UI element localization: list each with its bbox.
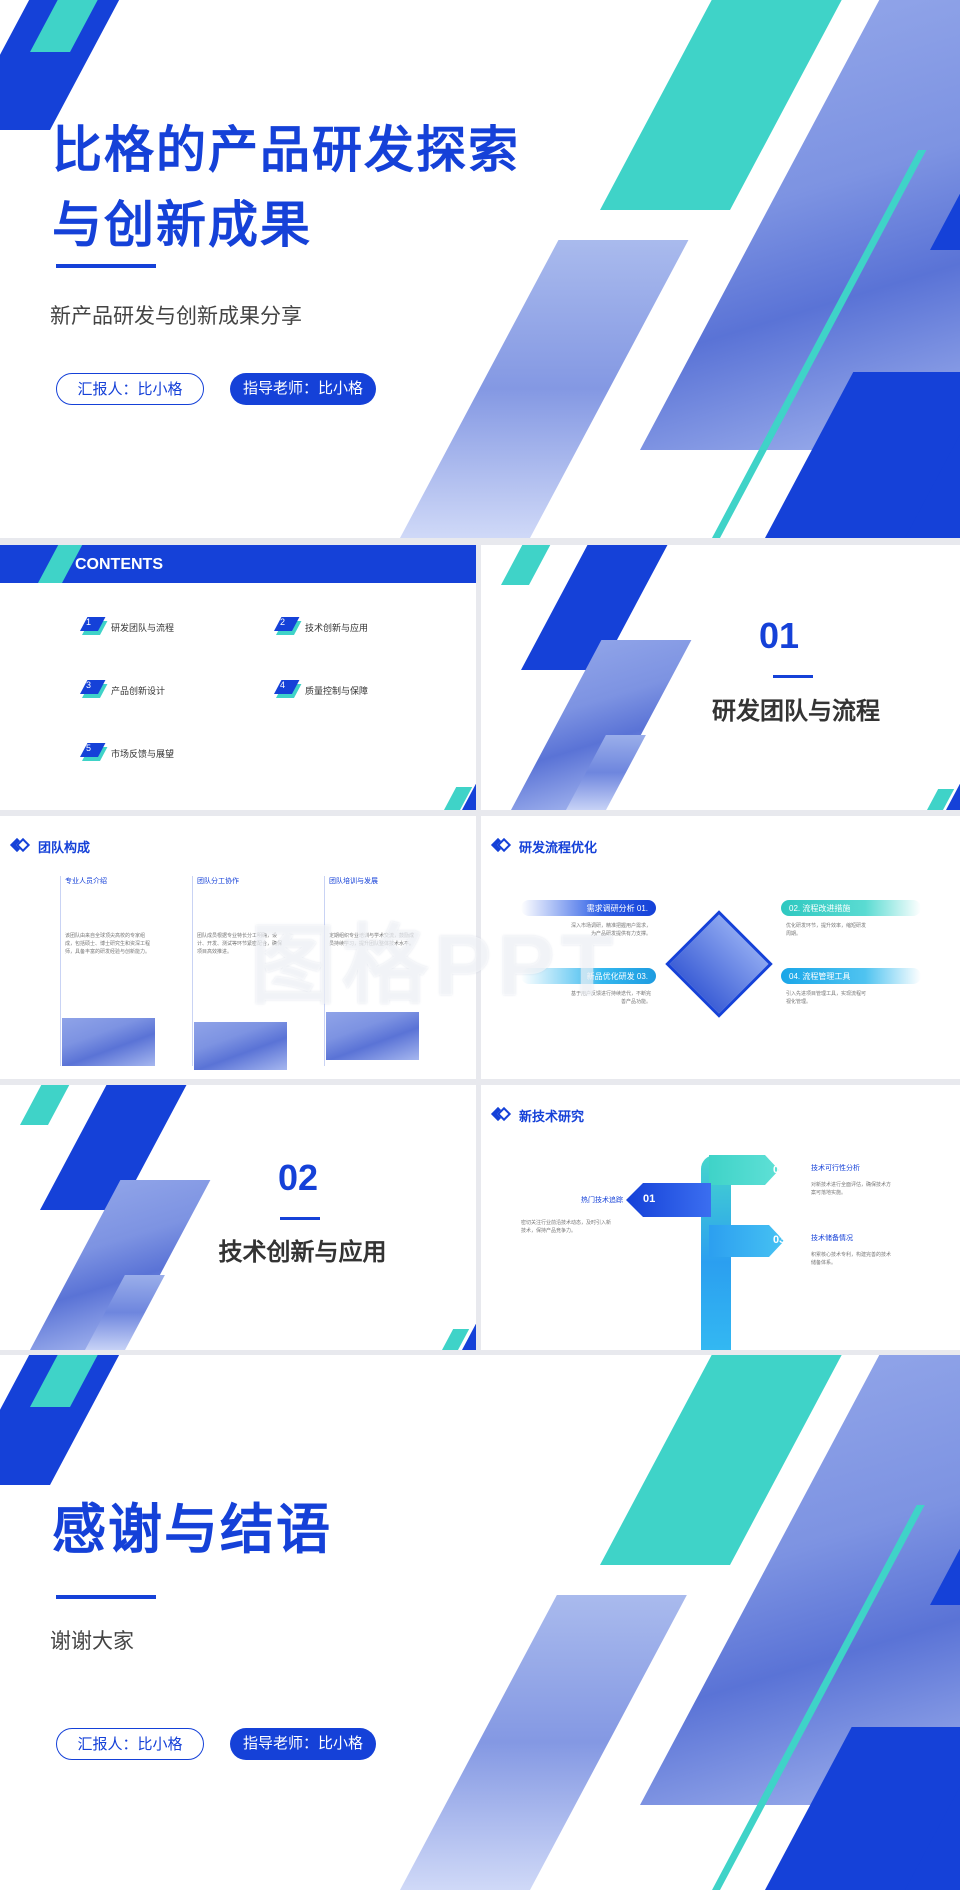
col-text: 定期组织专业培训与学术交流，鼓励成员持续学习，提升团队整体技术水平。 (329, 933, 415, 947)
col-text: 团队成员根据专业特长分工明确，设计、开发、测试等环节紧密配合，确保项目高效推进。 (197, 933, 283, 955)
advisor-pill: 指导老师：比小格 (230, 373, 376, 405)
process-text-1: 深入市场调研，精准把握用户需求，为产品研发提供有力支撑。 (571, 923, 652, 937)
process-text-2: 优化研发环节，提升效率，缩短研发周期。 (786, 923, 867, 937)
item-label: 产品创新设计 (111, 686, 166, 696)
arrow-03-num: 03 (773, 1234, 786, 1246)
team-heading: 团队构成 (38, 840, 91, 855)
arrow-02-text: 对新技术进行全面评估，确保技术方案可落地实施。 (811, 1182, 892, 1196)
item-label: 市场反馈与展望 (111, 749, 175, 759)
section2-slide[interactable]: 02 技术创新与应用 (0, 1085, 476, 1350)
arrow-01-text: 密切关注行业前沿技术动态，及时引入新技术，保持产品竞争力。 (521, 1220, 612, 1234)
arrow-03-label: 技术储备情况 (811, 1235, 853, 1242)
item-label: 质量控制与保障 (305, 686, 369, 696)
col-label: 团队分工协作 (197, 878, 239, 885)
arrow-01 (626, 1183, 711, 1217)
contents-heading: CONTENTS (75, 556, 163, 573)
col-image (194, 1022, 287, 1070)
process-heading: 研发流程优化 (519, 840, 598, 855)
arrow-02-label: 技术可行性分析 (811, 1165, 860, 1172)
cover-subtitle: 新产品研发与创新成果分享 (50, 305, 302, 328)
team-col-3: 团队培训与发展 定期组织专业培训与学术交流，鼓励成员持续学习，提升团队整体技术水… (324, 876, 421, 1066)
process-pill-3: 新品优化研发 03. (521, 968, 656, 984)
title-underline (56, 1595, 156, 1599)
watermark: 图格PPT (250, 918, 620, 1014)
process-pill-4: 04. 流程管理工具 (781, 968, 921, 984)
section-title: 技术创新与应用 (218, 1239, 387, 1266)
advisor-pill: 指导老师：比小格 (230, 1728, 376, 1760)
corner-shape-br (462, 1290, 476, 1350)
tech-heading: 新技术研究 (519, 1109, 585, 1124)
contents-header-bar (0, 545, 476, 583)
pill-label: 新品优化研发 03. (586, 972, 648, 981)
arrow-02-num: 02 (773, 1164, 786, 1176)
process-text-3: 基于用户反馈进行持续迭代，不断完善产品功能。 (571, 991, 652, 1005)
col-text: 该团队由来自全球顶尖高校的专家组成，包括硕士、博士研究生和资深工程师，具备丰富的… (65, 933, 151, 955)
item-number: 5 (86, 743, 92, 753)
corner-accent (501, 545, 551, 585)
section1-slide[interactable]: 01 研发团队与流程 (481, 545, 960, 810)
photo-strip-1 (400, 240, 689, 538)
reporter-pill: 汇报人：比小格 (56, 1728, 204, 1760)
section-number: 02 (278, 1157, 319, 1198)
cover-title-line2: 与创新成果 (52, 197, 312, 253)
col-label: 专业人员介绍 (65, 878, 107, 885)
item-number: 1 (86, 617, 92, 627)
corner-accent (20, 1085, 70, 1125)
photo-strip-1 (400, 1595, 687, 1890)
arrow-01-label: 热门技术追踪 (581, 1197, 623, 1204)
col-image (62, 1018, 155, 1066)
col-image (326, 1012, 419, 1060)
pill-label: 需求调研分析 01. (586, 904, 648, 913)
item-number: 3 (86, 680, 92, 690)
process-pill-1: 需求调研分析 01. (521, 900, 656, 916)
pill-label: 04. 流程管理工具 (789, 972, 851, 981)
section-divider (280, 1217, 320, 1220)
arrow-02 (709, 1155, 779, 1185)
team-col-2: 团队分工协作 团队成员根据专业特长分工明确，设计、开发、测试等环节紧密配合，确保… (192, 876, 289, 1070)
title-underline (56, 264, 156, 268)
item-number: 2 (280, 617, 286, 627)
team-col-1: 专业人员介绍 该团队由来自全球顶尖高校的专家组成，包括硕士、博士研究生和资深工程… (60, 876, 157, 1066)
section-title: 研发团队与流程 (712, 698, 880, 725)
item-label: 研发团队与流程 (111, 623, 175, 633)
arrow-03-text: 积累核心技术专利，构建完善的技术储备体系。 (811, 1252, 892, 1266)
closing-subtitle: 谢谢大家 (50, 1630, 134, 1653)
arrow-01-num: 01 (643, 1193, 656, 1205)
cover-slide[interactable]: 比格的产品研发探索 与创新成果 新产品研发与创新成果分享 汇报人：比小格 指导老… (0, 0, 960, 538)
process-slide[interactable]: 研发流程优化 需求调研分析 01. 深入市场调研，精准把握用户需求，为产品研发提… (481, 816, 960, 1079)
process-diamond-image (665, 910, 773, 1018)
section-divider (773, 675, 813, 678)
arrow-03 (709, 1225, 784, 1257)
section-number: 01 (759, 615, 800, 656)
tech-slide[interactable]: 新技术研究 02 技术可行性分析 对新技术进行全面评估，确保技术方案可落地实施。… (481, 1085, 960, 1350)
cover-title-line1: 比格的产品研发探索 (52, 122, 520, 178)
pill-label: 02. 流程改进措施 (789, 904, 851, 913)
closing-title: 感谢与结语 (52, 1500, 332, 1560)
item-number: 4 (280, 680, 286, 690)
item-label: 技术创新与应用 (305, 623, 369, 633)
contents-slide[interactable]: CONTENTS 1 研发团队与流程 2 技术创新与应用 3 产品创新设计 4 … (0, 545, 476, 810)
corner-shape-br (946, 750, 960, 810)
process-pill-2: 02. 流程改进措施 (781, 900, 921, 916)
team-slide[interactable]: 团队构成 专业人员介绍 该团队由来自全球顶尖高校的专家组成，包括硕士、博士研究生… (0, 816, 476, 1079)
reporter-pill: 汇报人：比小格 (56, 373, 204, 405)
process-text-4: 引入先进项目管理工具，实现流程可视化管理。 (786, 991, 867, 1005)
closing-slide[interactable]: 感谢与结语 谢谢大家 汇报人：比小格 指导老师：比小格 (0, 1355, 960, 1890)
col-label: 团队培训与发展 (329, 878, 378, 885)
